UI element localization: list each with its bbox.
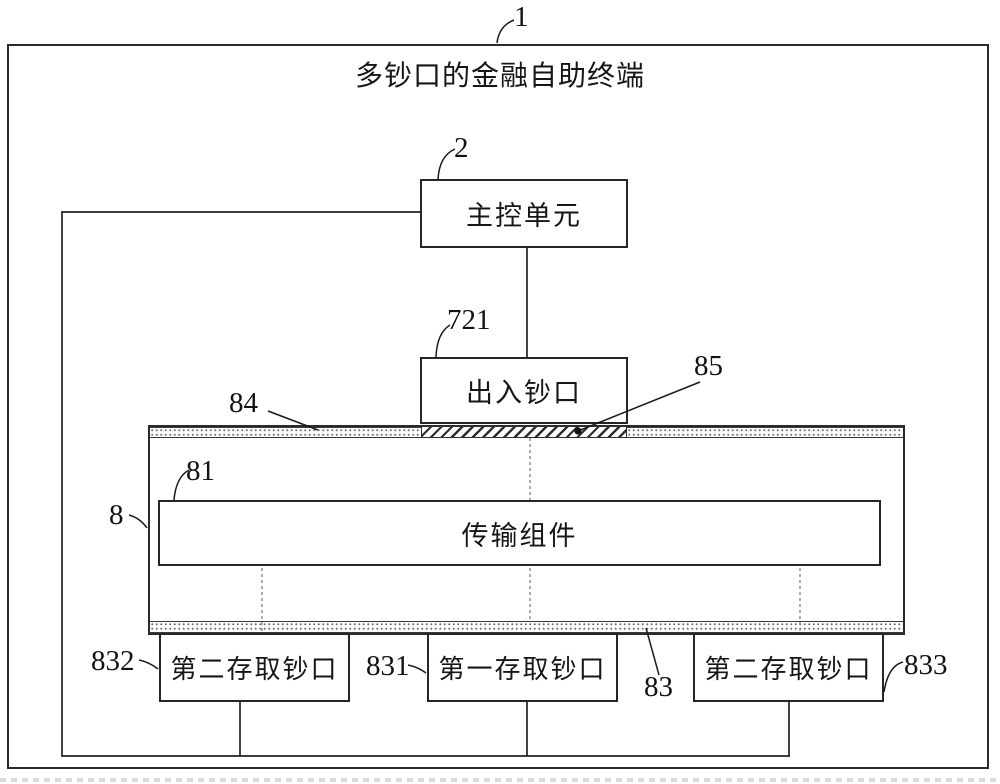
slot-center-label: 第一存取钞口 [438,655,607,684]
slot-left-box: 第二存取钞口 [159,633,350,702]
scan-artifact [0,778,1000,782]
figure-title: 多钞口的金融自助终端 [354,61,645,92]
slot-left-label: 第二存取钞口 [170,655,339,684]
ref-8: 8 [109,499,124,531]
ref-831: 831 [366,650,410,682]
main-control-box: 主控单元 [420,179,628,248]
ref-83: 83 [644,671,673,703]
slot-center-box: 第一存取钞口 [427,633,618,702]
cash-io-box: 出入钞口 [420,357,628,424]
ref-1: 1 [514,1,529,33]
io-opening-hatch-strip [421,426,627,438]
ref-833: 833 [904,649,948,681]
ref-81: 81 [186,455,215,487]
ref-2: 2 [454,132,469,164]
ref-84: 84 [229,387,258,419]
leader-ref-1 [496,19,515,44]
slot-right-box: 第二存取钞口 [693,633,884,702]
slot-right-label: 第二存取钞口 [704,655,873,684]
ref-832: 832 [91,645,135,677]
ref-85: 85 [694,350,723,382]
transport-component-box: 传输组件 [158,500,881,566]
ref-721: 721 [447,304,491,336]
transport-component-label: 传输组件 [461,520,578,551]
main-control-label: 主控单元 [466,201,582,231]
bottom-panel-strip [150,621,903,633]
cash-io-label: 出入钞口 [466,378,582,408]
